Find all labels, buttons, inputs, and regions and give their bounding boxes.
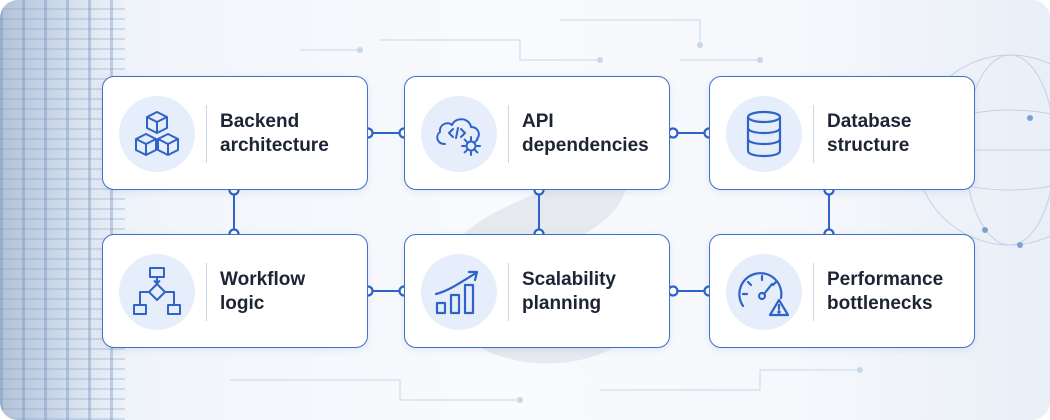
card-divider <box>206 105 207 163</box>
database-icon <box>726 96 802 172</box>
card-label-line2: architecture <box>220 135 329 156</box>
card-label: Performance bottlenecks <box>827 268 972 316</box>
card-divider <box>508 263 509 321</box>
cubes-icon <box>119 96 195 172</box>
card-label-line1: Scalability <box>522 269 616 290</box>
server-rack-background <box>0 0 125 420</box>
card-label-line1: Backend <box>220 111 300 132</box>
card-database-structure: Database structure <box>709 76 975 190</box>
card-divider <box>813 105 814 163</box>
card-divider <box>813 263 814 321</box>
card-divider <box>206 263 207 321</box>
card-label: Database structure <box>827 110 972 158</box>
card-label-line1: Performance <box>827 269 944 290</box>
speedometer-warning-icon <box>726 254 802 330</box>
growth-chart-icon <box>421 254 497 330</box>
card-performance-bottlenecks: Performance bottlenecks <box>709 234 975 348</box>
card-label: Backend architecture <box>220 110 365 158</box>
card-label-line2: dependencies <box>522 135 649 156</box>
card-label-line1: Workflow <box>220 269 306 290</box>
card-backend-architecture: Backend architecture <box>102 76 368 190</box>
card-label-line2: structure <box>827 135 910 156</box>
card-label: API dependencies <box>522 110 667 158</box>
cloud-code-gear-icon <box>421 96 497 172</box>
flowchart-icon <box>119 254 195 330</box>
card-divider <box>508 105 509 163</box>
card-label: Workflow logic <box>220 268 365 316</box>
card-label-line1: Database <box>827 111 912 132</box>
card-workflow-logic: Workflow logic <box>102 234 368 348</box>
card-scalability-planning: Scalability planning <box>404 234 670 348</box>
card-label-line2: bottlenecks <box>827 293 933 314</box>
card-label-line2: planning <box>522 293 602 314</box>
card-label-line1: API <box>522 111 554 132</box>
card-api-dependencies: API dependencies <box>404 76 670 190</box>
card-label-line2: logic <box>220 293 265 314</box>
card-label: Scalability planning <box>522 268 667 316</box>
